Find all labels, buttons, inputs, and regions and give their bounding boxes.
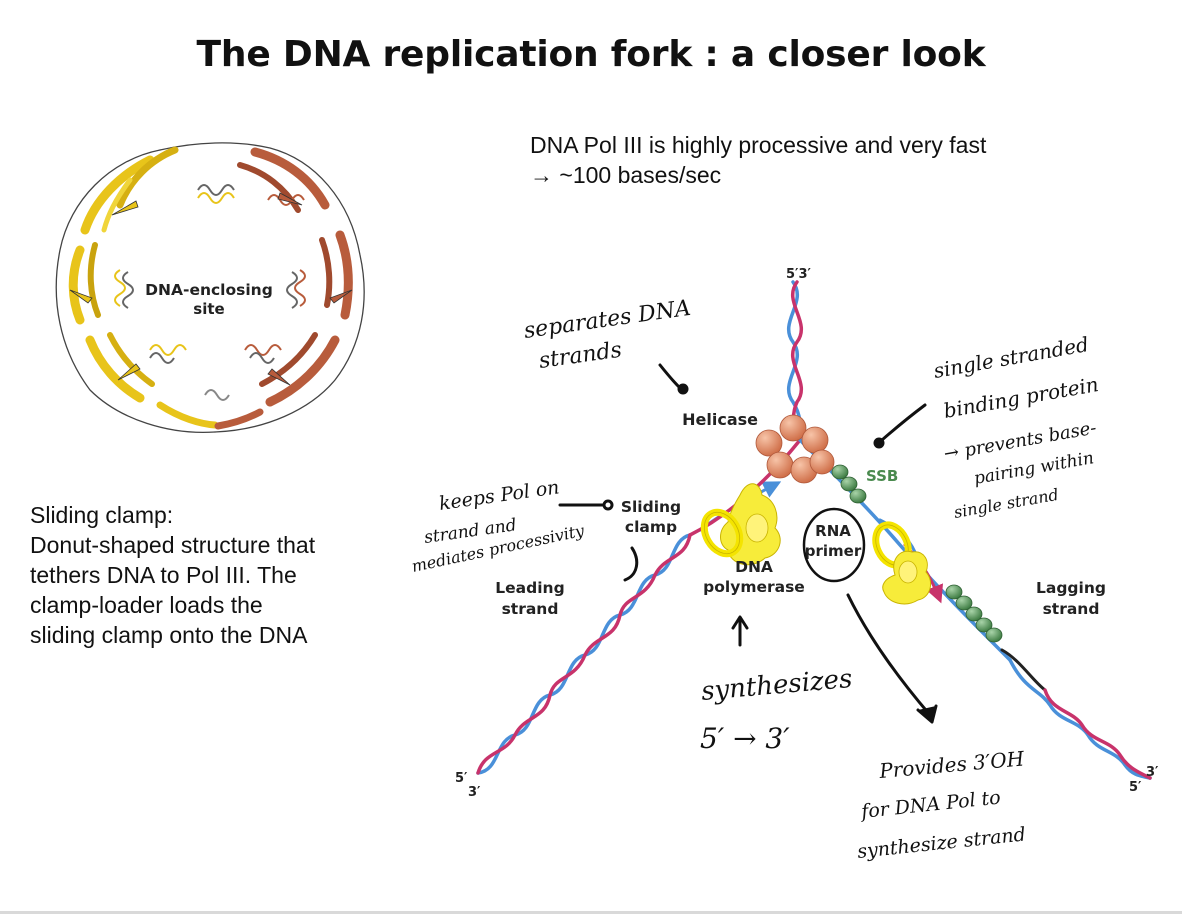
speed-line-2: → ~100 bases/sec bbox=[530, 162, 722, 188]
right-end-3-label: 3′ bbox=[1146, 765, 1159, 780]
hw-primer-3: synthesize strand bbox=[856, 823, 1027, 863]
clamp-ring-ribbons bbox=[55, 142, 365, 434]
slide-bottom-border bbox=[0, 911, 1182, 914]
handwritten-ink-marks bbox=[558, 363, 938, 724]
lagging-strand-label-2: strand bbox=[1043, 600, 1100, 618]
dna-polymerase-label-2: polymerase bbox=[703, 578, 805, 596]
rna-primer-circle bbox=[802, 507, 866, 583]
helicase-complex bbox=[755, 414, 835, 484]
lagging-polymerase bbox=[872, 521, 932, 605]
clamp-line-4: clamp-loader loads the bbox=[30, 592, 263, 618]
hw-separates-2: strands bbox=[537, 338, 623, 374]
dna-polymerase-label-1: DNA bbox=[735, 558, 773, 576]
lagging-strand-label-1: Lagging bbox=[1036, 579, 1106, 597]
leading-pol-lobe bbox=[745, 513, 769, 543]
rna-primer-label-2: primer bbox=[805, 542, 862, 560]
hw-primer-2: for DNA Pol to bbox=[858, 786, 1001, 823]
sliding-clamp-hook bbox=[623, 546, 639, 582]
primer-arrow bbox=[846, 593, 932, 717]
clamp-line-1: Sliding clamp: bbox=[30, 502, 174, 528]
hw-primer-1: Provides 3′OH bbox=[877, 746, 1025, 783]
ssb-proteins bbox=[831, 464, 1003, 643]
helicase-label: Helicase bbox=[682, 410, 758, 429]
hw-ssb-2: binding protein bbox=[942, 372, 1101, 423]
left-end-5-label: 5′ bbox=[455, 771, 468, 786]
page-title: The DNA replication fork : a closer look bbox=[196, 34, 986, 75]
hw-synthesizes-1: synthesizes bbox=[700, 664, 853, 707]
rna-primer-label-1: RNA bbox=[815, 522, 851, 540]
sliding-clamp-label-1: Sliding bbox=[621, 498, 681, 516]
clamp-line-5: sliding clamp onto the DNA bbox=[30, 622, 308, 648]
hw-keeps-1: keeps Pol on bbox=[438, 476, 561, 515]
lagging-duplex-red-strand bbox=[1043, 688, 1152, 780]
clamp-line-2: Donut-shaped structure that bbox=[30, 532, 316, 558]
ssb-label: SSB bbox=[866, 467, 898, 485]
sliding-clamp-label-2: clamp bbox=[625, 518, 677, 536]
left-end-3-label: 3′ bbox=[468, 785, 481, 800]
pol3-speed-note: DNA Pol III is highly processive and ver… bbox=[530, 130, 986, 190]
leading-strand-label-2: strand bbox=[502, 600, 559, 618]
top-end-label: 5′3′ bbox=[786, 267, 812, 282]
hw-separates-1: separates DNA bbox=[522, 296, 692, 344]
clamp-beta-strands bbox=[69, 192, 353, 386]
dna-enclosing-site-label-2: site bbox=[193, 300, 224, 318]
clamp-line-3: tethers DNA to Pol III. The bbox=[30, 562, 297, 588]
sliding-clamp-description: Sliding clamp: Donut-shaped structure th… bbox=[30, 500, 315, 650]
leading-duplex-red-strand bbox=[476, 533, 692, 775]
sliding-clamp-structure-image bbox=[55, 142, 365, 434]
hw-ssb-5: single strand bbox=[952, 485, 1060, 522]
lagging-duplex-black-strand bbox=[1000, 648, 1047, 692]
right-end-5-label: 5′ bbox=[1129, 780, 1142, 795]
lagging-duplex-blue-strand bbox=[1008, 658, 1152, 780]
hw-ssb-1: single stranded bbox=[932, 332, 1091, 383]
hw-synthesizes-2: 5′ → 3′ bbox=[700, 722, 790, 755]
dna-enclosing-site-label-1: DNA-enclosing bbox=[145, 281, 273, 299]
leading-polymerase bbox=[700, 483, 781, 566]
leading-strand-label-1: Leading bbox=[495, 579, 564, 597]
clamp-helices bbox=[114, 184, 306, 401]
separates-arrow bbox=[658, 363, 682, 390]
ssb-note-arrow bbox=[880, 403, 927, 442]
speed-line-1: DNA Pol III is highly processive and ver… bbox=[530, 132, 987, 158]
